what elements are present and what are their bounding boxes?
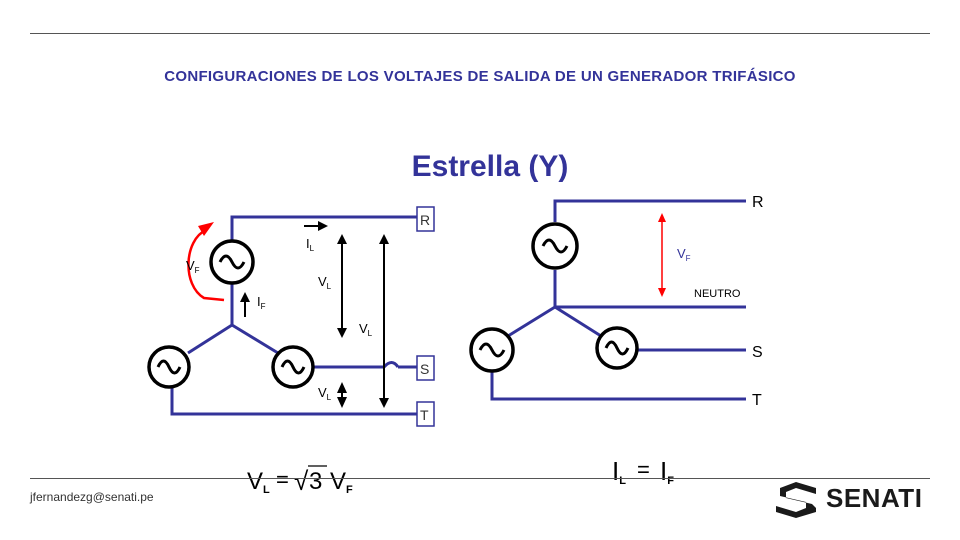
svg-text:IF: IF	[660, 456, 674, 487]
svg-text:√: √	[294, 466, 309, 496]
terminal-box-t: T	[416, 401, 435, 427]
svg-text:=: =	[637, 457, 650, 482]
svg-text:S: S	[420, 361, 429, 377]
svg-text:=: =	[276, 467, 289, 492]
label-vl2: VL	[359, 321, 373, 338]
right-label-vf: VF	[677, 246, 691, 263]
vl3-arrowhead-up-icon	[337, 382, 347, 393]
vl1-arrowhead-up-icon	[337, 234, 347, 244]
right-coil-top	[531, 222, 579, 270]
svg-text:VL: VL	[247, 468, 270, 496]
right-terminal-neutro: NEUTRO	[694, 288, 741, 300]
rotation-arrowhead-icon	[198, 222, 214, 236]
svg-text:T: T	[420, 407, 429, 423]
label-vl1: VL	[318, 274, 332, 291]
left-wires	[170, 215, 417, 416]
vl2-arrowhead-down-icon	[379, 398, 389, 408]
terminal-box-s: S	[416, 355, 435, 381]
vl2-arrowhead-up-icon	[379, 234, 389, 244]
formula-voltage: VL = √ 3 VF	[247, 465, 353, 496]
label-vf: VF	[186, 258, 200, 275]
diagram-subtitle: Estrella (Y)	[411, 150, 569, 183]
vl1-arrowhead-down-icon	[337, 328, 347, 338]
label-il: IL	[306, 236, 315, 253]
formula-current: IL = IF	[612, 456, 674, 487]
rotation-arrow	[187, 228, 225, 302]
right-terminal-r: R	[752, 194, 764, 211]
left-coil-bottom-right	[271, 345, 315, 389]
senati-logo-text: SENATI	[826, 483, 923, 513]
if-arrowhead-icon	[240, 292, 250, 302]
il-arrowhead-icon	[318, 221, 328, 231]
left-coil-bottom-left	[147, 345, 191, 389]
right-terminal-t: T	[752, 392, 762, 409]
right-coil-bottom-left	[469, 327, 515, 373]
right-coil-bottom-right	[595, 326, 639, 370]
svg-text:VF: VF	[330, 468, 353, 496]
svg-text:3: 3	[309, 468, 322, 495]
vl3-arrowhead-down-icon	[337, 397, 347, 408]
svg-text:R: R	[420, 212, 430, 228]
footer-email: jfernandezg@senati.pe	[30, 490, 154, 504]
vf-red-arrowhead-down-icon	[658, 288, 666, 297]
terminal-box-r: R	[416, 206, 435, 232]
senati-logo-icon	[776, 482, 816, 518]
right-terminal-s: S	[752, 344, 763, 361]
svg-text:IL: IL	[612, 456, 626, 487]
right-wires	[490, 199, 746, 401]
label-if: IF	[257, 294, 266, 311]
top-rule	[30, 33, 930, 34]
vf-red-arrowhead-up-icon	[658, 213, 666, 222]
bottom-rule	[30, 478, 930, 479]
label-vl3: VL	[318, 385, 332, 402]
page-title: CONFIGURACIONES DE LOS VOLTAJES DE SALID…	[164, 68, 796, 85]
left-coil-top	[209, 239, 255, 285]
